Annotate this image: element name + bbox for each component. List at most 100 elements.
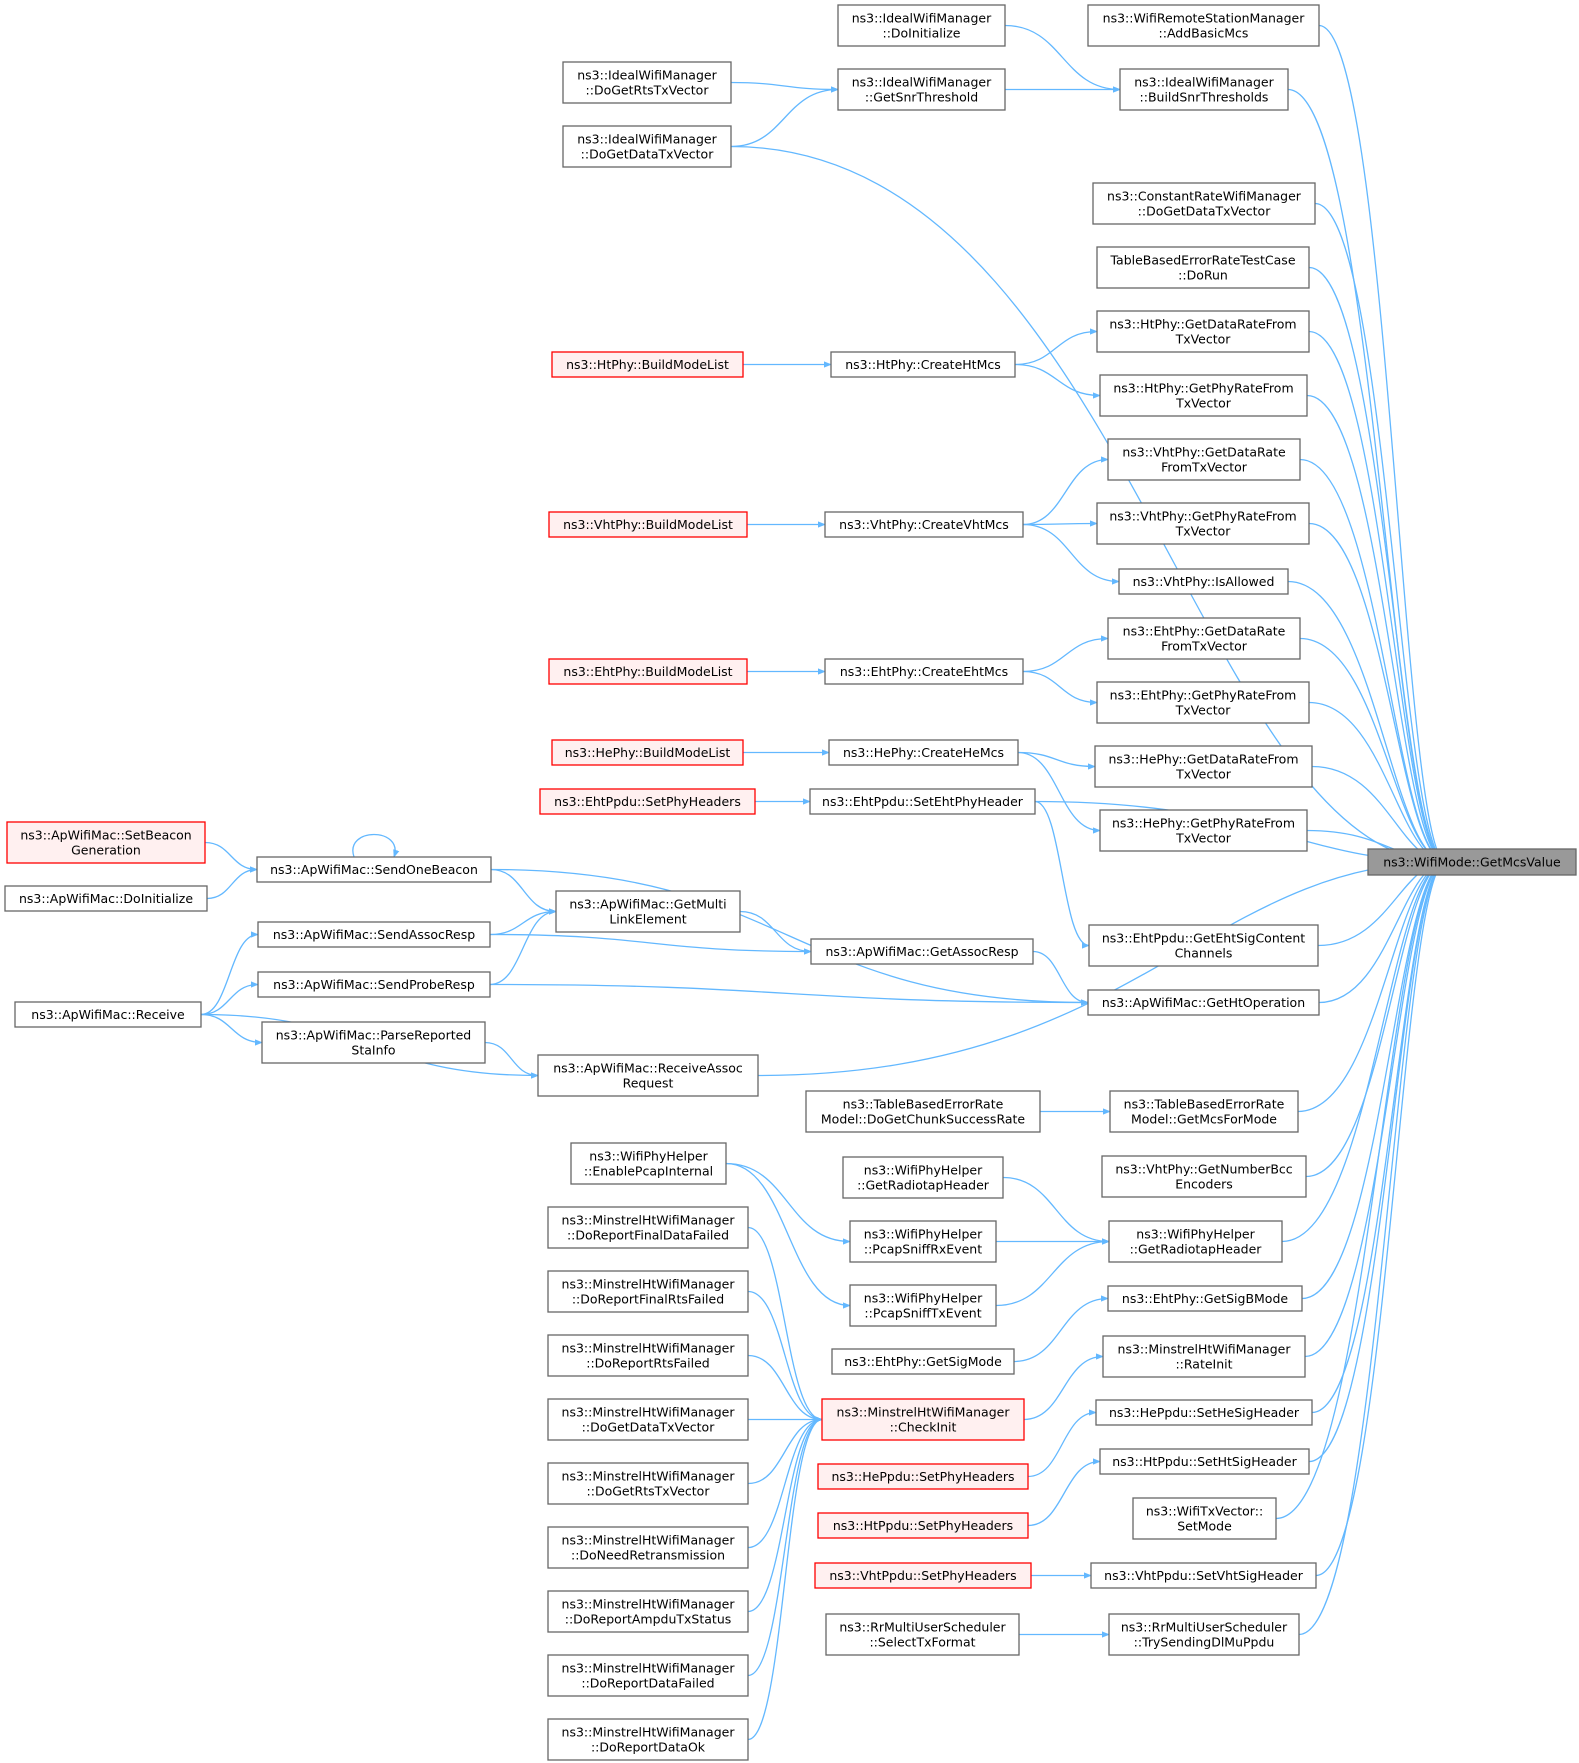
node-ap_doinit[interactable]: ns3::ApWifiMac::DoInitialize (4, 885, 208, 912)
node-ap_receive[interactable]: ns3::ApWifiMac::Receive (14, 1001, 202, 1028)
node-label-line: ns3::EhtPhy::CreateEhtMcs (840, 664, 1008, 679)
edge-ehtppdu_seteht-to-ehtppdu_getsig (1034, 800, 1090, 949)
node-tber_getmcs[interactable]: ns3::TableBasedErrorRateModel::GetMcsFor… (1109, 1090, 1299, 1133)
node-label-line: Generation (71, 843, 141, 858)
node-getmcs[interactable]: ns3::WifiMode::GetMcsValue (1367, 848, 1577, 876)
edge-addbasic-to-getmcs (1318, 24, 1447, 866)
node-doinit_ideal[interactable]: ns3::IdealWifiManager::DoInitialize (837, 4, 1006, 47)
node-label-line: FromTxVector (1161, 639, 1248, 654)
node-vht_build[interactable]: ns3::VhtPhy::BuildModeList (548, 511, 748, 538)
node-dogetrts_ideal[interactable]: ns3::IdealWifiManager::DoGetRtsTxVector (562, 61, 732, 104)
node-label-line: Model::DoGetChunkSuccessRate (821, 1112, 1026, 1127)
node-label-line: ns3::HePhy::CreateHeMcs (843, 745, 1004, 760)
node-ehtppdu_setphy[interactable]: ns3::EhtPpdu::SetPhyHeaders (539, 788, 756, 815)
node-htppdu_setsig[interactable]: ns3::HtPpdu::SetHtSigHeader (1099, 1448, 1310, 1475)
node-ap_getassoc[interactable]: ns3::ApWifiMac::GetAssocResp (810, 938, 1034, 965)
node-box (849, 1284, 997, 1327)
node-box (551, 351, 744, 378)
node-box (821, 1398, 1025, 1441)
node-box (547, 1462, 749, 1505)
edge-vht_getphy-to-getmcs (1308, 522, 1447, 866)
node-constrate[interactable]: ns3::ConstantRateWifiManager::DoGetDataT… (1092, 182, 1316, 225)
node-box (1096, 310, 1310, 353)
node-vht_create[interactable]: ns3::VhtPhy::CreateVhtMcs (824, 511, 1024, 538)
node-ehtppdu_seteht[interactable]: ns3::EhtPpdu::SetEhtPhyHeader (809, 788, 1036, 815)
node-mm_rtsfailed[interactable]: ns3::MinstrelHtWifiManager::DoReportRtsF… (547, 1334, 749, 1377)
node-mm_dataok[interactable]: ns3::MinstrelHtWifiManager::DoReportData… (547, 1718, 749, 1761)
node-box (809, 788, 1036, 815)
node-ap_getht[interactable]: ns3::ApWifiMac::GetHtOperation (1087, 989, 1320, 1016)
edge-wph_radio2-to-getmcs (1281, 858, 1447, 1243)
node-htppdu_setphy[interactable]: ns3::HtPpdu::SetPhyHeaders (817, 1512, 1029, 1539)
node-eht_getsigb[interactable]: ns3::EhtPhy::GetSigBMode (1107, 1285, 1303, 1312)
node-mm_dogetdata[interactable]: ns3::MinstrelHtWifiManager::DoGetDataTxV… (547, 1398, 749, 1441)
node-label-line: ns3::MinstrelHtWifiManager (562, 1661, 736, 1676)
node-eht_build[interactable]: ns3::EhtPhy::BuildModeList (548, 658, 748, 685)
node-mm_ampdu[interactable]: ns3::MinstrelHtWifiManager::DoReportAmpd… (547, 1590, 749, 1633)
node-he_create[interactable]: ns3::HePhy::CreateHeMcs (828, 739, 1019, 766)
node-ap_sendbeacon[interactable]: ns3::ApWifiMac::SendOneBeacon (256, 856, 492, 883)
node-vht_allowed[interactable]: ns3::VhtPhy::IsAllowed (1118, 568, 1289, 595)
edge-ht_getdata-to-getmcs (1308, 330, 1447, 866)
node-mm_datafailed[interactable]: ns3::MinstrelHtWifiManager::DoReportData… (547, 1654, 749, 1697)
node-eht_getsig[interactable]: ns3::EhtPhy::GetSigMode (831, 1348, 1015, 1375)
node-mm_needretrans[interactable]: ns3::MinstrelHtWifiManager::DoNeedRetran… (547, 1526, 749, 1569)
node-label-line: ::DoReportFinalRtsFailed (572, 1292, 724, 1307)
node-txvec_setmode[interactable]: ns3::WifiTxVector::SetMode (1132, 1497, 1277, 1540)
node-label-line: ::AddBasicMcs (1159, 26, 1249, 41)
node-eht_create[interactable]: ns3::EhtPhy::CreateEhtMcs (824, 658, 1024, 685)
node-box (1099, 809, 1308, 852)
node-heppdu_setsig[interactable]: ns3::HePpdu::SetHeSigHeader (1095, 1399, 1313, 1426)
node-vhtppdu_setsig[interactable]: ns3::VhtPpdu::SetVhtSigHeader (1090, 1562, 1317, 1589)
node-mm_finalrts[interactable]: ns3::MinstrelHtWifiManager::DoReportFina… (547, 1270, 749, 1313)
node-addbasic[interactable]: ns3::WifiRemoteStationManager::AddBasicM… (1087, 4, 1320, 47)
node-mm_checkinit[interactable]: ns3::MinstrelHtWifiManager::CheckInit (821, 1398, 1025, 1441)
node-getsnr[interactable]: ns3::IdealWifiManager::GetSnrThreshold (837, 68, 1006, 111)
node-label-line: TxVector (1175, 396, 1232, 411)
node-tablerun[interactable]: TableBasedErrorRateTestCase::DoRun (1096, 246, 1310, 289)
node-label-line: Request (623, 1076, 674, 1091)
node-ht_build[interactable]: ns3::HtPhy::BuildModeList (551, 351, 744, 378)
node-rr_try[interactable]: ns3::RrMultiUserScheduler::TrySendingDlM… (1108, 1613, 1300, 1656)
node-label-line: ns3::RrMultiUserScheduler (1121, 1620, 1288, 1635)
node-ht_create[interactable]: ns3::HtPhy::CreateHtMcs (830, 351, 1016, 378)
node-heppdu_setphy[interactable]: ns3::HePpdu::SetPhyHeaders (817, 1463, 1029, 1490)
node-label-line: ns3::HePhy::BuildModeList (565, 745, 731, 760)
node-dogetdata_ideal[interactable]: ns3::IdealWifiManager::DoGetDataTxVector (562, 125, 732, 168)
node-vhtppdu_setphy[interactable]: ns3::VhtPpdu::SetPhyHeaders (814, 1562, 1032, 1589)
node-mm_dogetrts[interactable]: ns3::MinstrelHtWifiManager::DoGetRtsTxVe… (547, 1462, 749, 1505)
node-buildsnr[interactable]: ns3::IdealWifiManager::BuildSnrThreshold… (1119, 68, 1289, 111)
node-mm_rateinit[interactable]: ns3::MinstrelHtWifiManager::RateInit (1102, 1335, 1306, 1378)
node-rr_select[interactable]: ns3::RrMultiUserScheduler::SelectTxForma… (825, 1613, 1020, 1656)
node-label-line: ::EnablePcapInternal (584, 1164, 713, 1179)
node-wph_rx[interactable]: ns3::WifiPhyHelper::PcapSniffRxEvent (849, 1220, 997, 1263)
node-wph_tx[interactable]: ns3::WifiPhyHelper::PcapSniffTxEvent (849, 1284, 997, 1327)
node-tber_chunk[interactable]: ns3::TableBasedErrorRateModel::DoGetChun… (805, 1090, 1041, 1133)
node-ap_sendassoc[interactable]: ns3::ApWifiMac::SendAssocResp (257, 921, 491, 948)
node-label-line: ::TrySendingDlMuPpdu (1134, 1635, 1275, 1650)
node-box (1107, 617, 1301, 660)
node-he_build[interactable]: ns3::HePhy::BuildModeList (551, 739, 744, 766)
node-mm_finaldata[interactable]: ns3::MinstrelHtWifiManager::DoReportFina… (547, 1206, 749, 1249)
node-box (1102, 1335, 1306, 1378)
edge-mm_ampdu-to-mm_checkinit (747, 1416, 823, 1613)
node-ap_sendprobe[interactable]: ns3::ApWifiMac::SendProbeResp (257, 971, 491, 998)
node-wph_radio1[interactable]: ns3::WifiPhyHelper::GetRadiotapHeader (842, 1156, 1004, 1199)
node-wph_enable[interactable]: ns3::WifiPhyHelper::EnablePcapInternal (570, 1142, 727, 1185)
node-box (547, 1398, 749, 1441)
node-wph_radio2[interactable]: ns3::WifiPhyHelper::GetRadiotapHeader (1108, 1220, 1283, 1263)
